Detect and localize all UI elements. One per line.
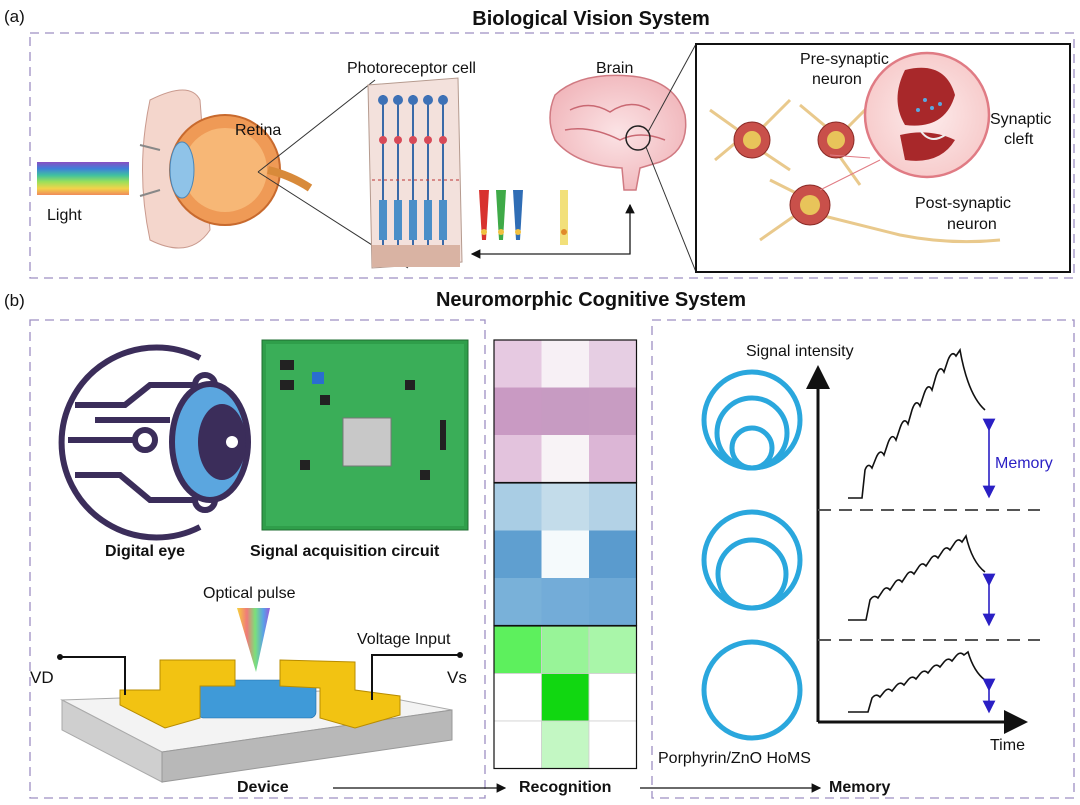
signal-acquisition-label: Signal acquisition circuit: [250, 543, 440, 560]
grid-green-border: [493, 625, 638, 770]
response-curve-1: [848, 347, 986, 499]
feedback-arrow: [470, 205, 631, 259]
synaptic-cleft-label-1: Synaptic: [990, 111, 1051, 128]
signal-intensity-label: Signal intensity: [746, 343, 854, 360]
vd-label: VD: [30, 668, 54, 687]
memory-label: Memory: [829, 779, 890, 796]
voltage-input-label: Voltage Input: [357, 631, 451, 648]
brain-label: Brain: [596, 60, 633, 77]
post-synaptic-label-2: neuron: [947, 216, 997, 233]
brain-zoom-line-top: [647, 43, 697, 133]
synaptic-cleft-label-2: cleft: [1004, 131, 1034, 148]
pre-synaptic-label-1: Pre-synaptic: [800, 51, 889, 68]
brain: [549, 74, 687, 191]
grid-purple-cell-1: [541, 340, 589, 388]
grid-blue-cell-8: [589, 578, 637, 626]
grid-blue-cell-6: [494, 578, 542, 626]
grid-blue-cell-5: [589, 530, 637, 578]
grid-green-cell-3: [493, 673, 542, 722]
grid-blue-cell-7: [541, 578, 589, 626]
response-curve-3: [848, 650, 986, 713]
grid-green-cell-8: [588, 720, 637, 769]
optical-pulse-beam: [237, 608, 270, 672]
response-curve-2: [848, 534, 986, 621]
vs-terminal: [457, 652, 463, 658]
homs-shells: [701, 369, 803, 741]
panel-a-title: Biological Vision System: [472, 8, 709, 30]
light-label: Light: [47, 207, 82, 224]
grid-green-cell-6: [493, 720, 542, 769]
retina-label: Retina: [235, 122, 281, 139]
photoreceptor-cell: [367, 77, 463, 269]
grid-purple-cell-3: [494, 387, 542, 435]
grid-purple-cell-4: [541, 387, 589, 435]
digital-eye-icon: [58, 344, 218, 541]
digital-eye-glint: [226, 436, 238, 448]
grid-green-cell-7: [541, 720, 590, 769]
recognition-grids: [493, 339, 638, 770]
grid-purple-cell-0: [494, 340, 542, 388]
grid-blue-cell-0: [494, 483, 542, 531]
optical-pulse-label: Optical pulse: [203, 585, 296, 602]
grid-green-cell-0: [493, 625, 542, 674]
grid-purple-cell-2: [589, 340, 637, 388]
device-frame: [29, 319, 486, 799]
electrode-drain: [119, 659, 236, 729]
neurons: [709, 98, 1001, 244]
grid-purple-cell-7: [541, 435, 589, 483]
device-label: Device: [237, 779, 289, 796]
grid-green-cell-1: [541, 625, 590, 674]
time-label: Time: [990, 737, 1025, 754]
porphyrin-label: Porphyrin/ZnO HoMS: [658, 750, 811, 767]
light-rainbow: [37, 162, 129, 195]
grid-blue-cell-2: [589, 483, 637, 531]
digital-eye-pupil: [198, 404, 246, 480]
signal-acquisition-circuit: [261, 339, 469, 531]
grid-green-cell-4: [541, 673, 590, 722]
post-synaptic-label-1: Post-synaptic: [915, 195, 1011, 212]
panel-b-letter: (b): [4, 291, 25, 310]
panel-b-title: Neuromorphic Cognitive System: [436, 289, 746, 311]
panel-a-letter: (a): [4, 7, 25, 26]
grid-blue-cell-3: [494, 530, 542, 578]
pre-synaptic-label-2: neuron: [812, 71, 862, 88]
electrode-source: [279, 659, 401, 729]
grid-purple-cell-8: [589, 435, 637, 483]
grid-purple-cell-6: [494, 435, 542, 483]
grid-blue-cell-1: [541, 483, 589, 531]
vd-terminal: [57, 654, 63, 660]
recognition-label: Recognition: [519, 779, 611, 796]
eye-anatomy: [139, 89, 313, 249]
retina-zoom-line-top: [257, 79, 376, 173]
grid-purple-cell-5: [589, 387, 637, 435]
photoreceptor-label: Photoreceptor cell: [347, 60, 476, 77]
vd-wire: [60, 656, 126, 695]
digital-eye-label: Digital eye: [105, 543, 185, 560]
vs-wire: [371, 654, 460, 700]
vs-label: Vs: [447, 668, 467, 687]
memory-frame: [651, 319, 1075, 799]
brain-zoom-line-bottom: [645, 146, 697, 273]
rods-and-cones: [479, 190, 568, 245]
grid-green-cell-5: [588, 673, 637, 722]
grid-blue-cell-4: [541, 530, 589, 578]
grid-green-cell-2: [588, 625, 637, 674]
synapse-zoom: [819, 51, 991, 191]
memory-annotation-label: Memory: [995, 455, 1053, 472]
